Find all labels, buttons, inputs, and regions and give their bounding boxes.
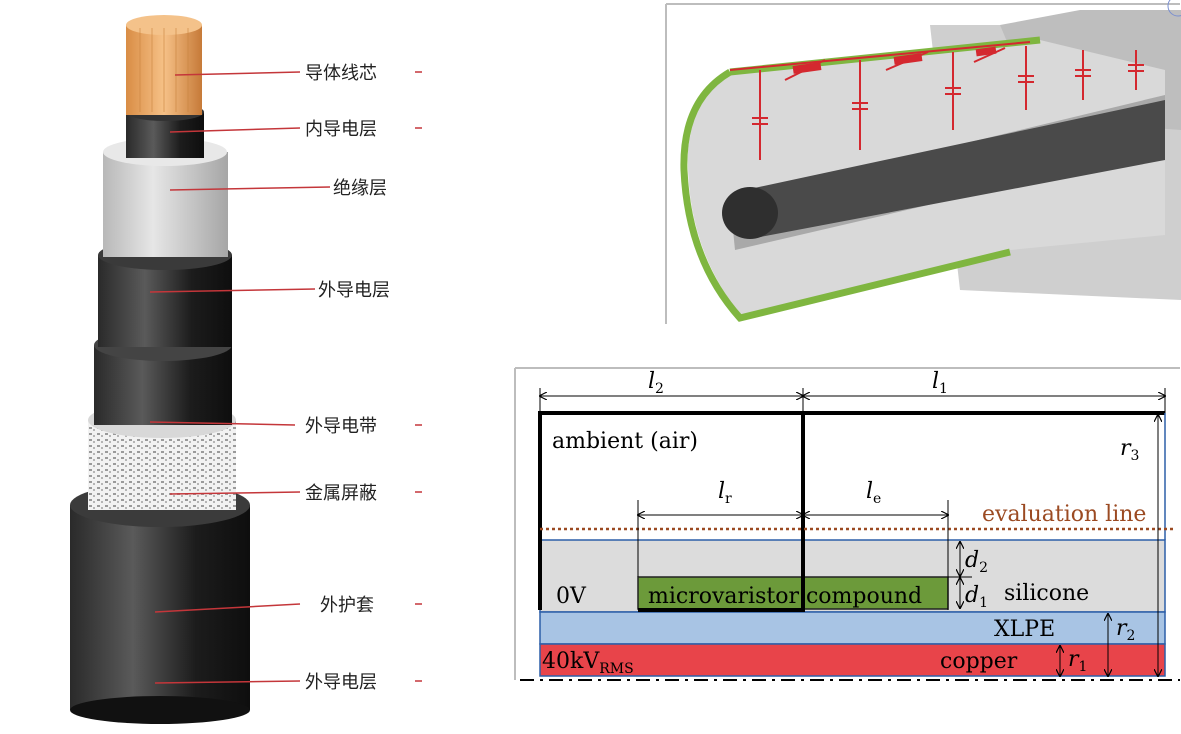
label-outer-semiconductive-layer-2: 外导电层 bbox=[305, 672, 377, 693]
cable-structure-illustration: 导体线芯 内导电层 绝缘层 外导电层 外导电带 金属屏蔽 外护套 外导电层 bbox=[0, 0, 500, 730]
label-voltage: 40kVRMS bbox=[542, 649, 634, 677]
label-copper: copper bbox=[940, 649, 1018, 674]
label-conductor-core: 导体线芯 bbox=[305, 63, 377, 84]
label-metal-shield: 金属屏蔽 bbox=[305, 483, 377, 504]
label-l1: l1 bbox=[932, 369, 948, 397]
label-inner-semiconductive-layer: 内导电层 bbox=[305, 119, 377, 140]
label-ambient-air: ambient (air) bbox=[552, 429, 698, 454]
label-r1: r1 bbox=[1068, 647, 1087, 675]
label-le: le bbox=[866, 479, 881, 507]
conductor-core bbox=[126, 15, 202, 115]
conductor-rod bbox=[745, 100, 1165, 238]
label-outer-jacket: 外护套 bbox=[320, 595, 374, 616]
label-r3: r3 bbox=[1120, 436, 1139, 464]
label-evaluation-line: evaluation line bbox=[982, 502, 1146, 527]
outer-jacket bbox=[70, 483, 250, 724]
label-d1: d1 bbox=[965, 583, 988, 611]
label-lr: lr bbox=[718, 479, 732, 507]
label-silicone: silicone bbox=[1004, 581, 1089, 606]
cable-termination-cutaway bbox=[660, 0, 1181, 330]
cable-layers-drawing: 导体线芯 内导电层 绝缘层 外导电层 外导电带 金属屏蔽 外护套 外导电层 bbox=[70, 15, 422, 724]
label-microvaristor-compound: microvaristor compound bbox=[648, 584, 922, 609]
label-l2: l2 bbox=[648, 369, 664, 397]
leader-lines bbox=[149, 71, 422, 684]
label-zero-volt: 0V bbox=[556, 584, 587, 609]
green-coat-outer bbox=[680, 68, 1011, 322]
cutaway-drawing bbox=[665, 0, 1181, 324]
label-r2: r2 bbox=[1116, 616, 1135, 644]
cross-section-svg: l2 l1 lr le r3 r2 r1 d2 d1 ambient (air)… bbox=[514, 367, 1180, 681]
label-outer-semiconductive-layer: 外导电层 bbox=[318, 280, 390, 301]
xlpe-region bbox=[539, 611, 1166, 645]
cross-section-diagram: l2 l1 lr le r3 r2 r1 d2 d1 ambient (air)… bbox=[510, 360, 1181, 700]
label-xlpe: XLPE bbox=[994, 617, 1055, 642]
label-outer-conductive-tape: 外导电带 bbox=[305, 416, 377, 437]
label-insulation-layer: 绝缘层 bbox=[333, 178, 387, 199]
label-d2: d2 bbox=[965, 548, 988, 576]
